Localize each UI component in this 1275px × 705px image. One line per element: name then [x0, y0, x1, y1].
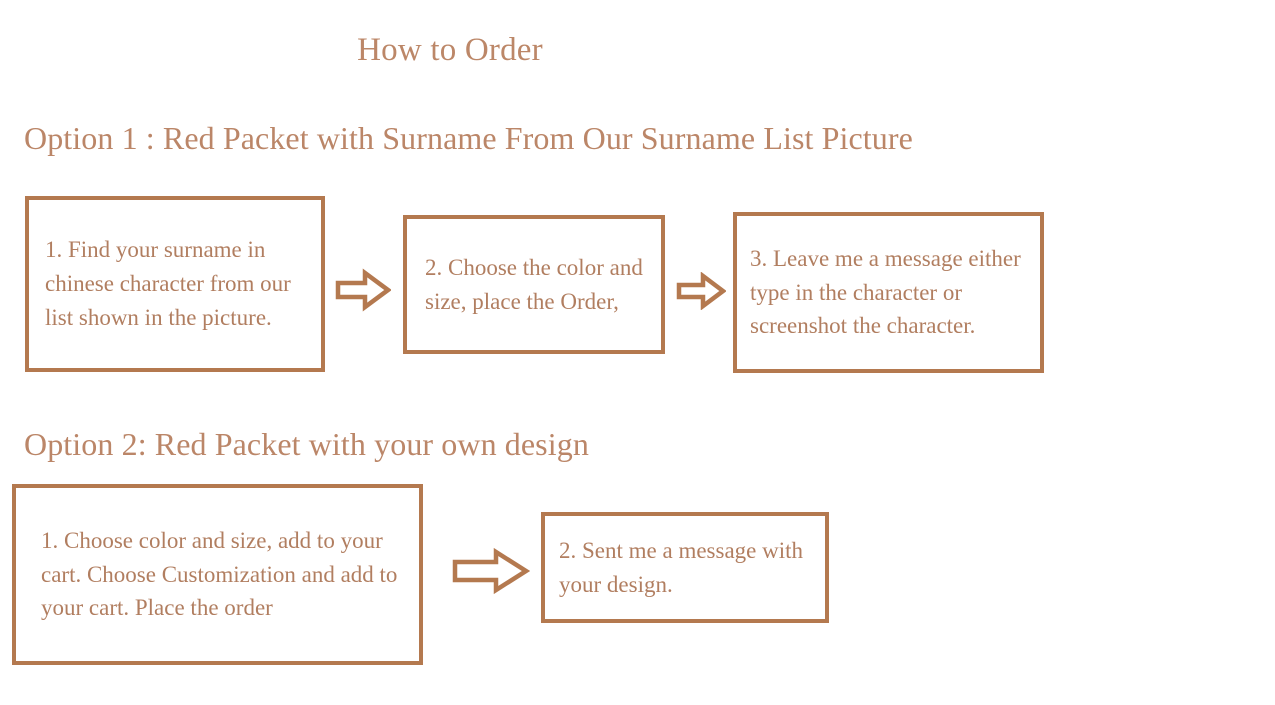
step-text-option2-step1: 1. Choose color and size, add to your ca… — [41, 527, 404, 621]
section-heading-option-2: Option 2: Red Packet with your own desig… — [24, 426, 589, 462]
step-text-option1-step1: 1. Find your surname in chinese characte… — [45, 237, 297, 330]
step-text-option1-step2: 2. Choose the color and size, place the … — [425, 254, 649, 314]
page-title: How to Order — [357, 32, 543, 68]
right-arrow-icon — [452, 547, 530, 595]
step-box-option1-step2: 2. Choose the color and size, place the … — [403, 215, 665, 354]
step-box-option1-step3: 3. Leave me a message either type in the… — [733, 212, 1044, 373]
right-arrow-icon — [676, 272, 726, 310]
right-arrow-icon — [335, 268, 391, 312]
step-box-option2-step1: 1. Choose color and size, add to your ca… — [12, 484, 423, 665]
step-text-option1-step3: 3. Leave me a message either type in the… — [750, 245, 1027, 339]
step-text-option2-step2: 2. Sent me a message with your design. — [559, 537, 809, 597]
step-box-option1-step1: 1. Find your surname in chinese characte… — [25, 196, 325, 372]
step-box-option2-step2: 2. Sent me a message with your design. — [541, 512, 829, 623]
section-heading-option-1: Option 1 : Red Packet with Surname From … — [24, 120, 913, 156]
